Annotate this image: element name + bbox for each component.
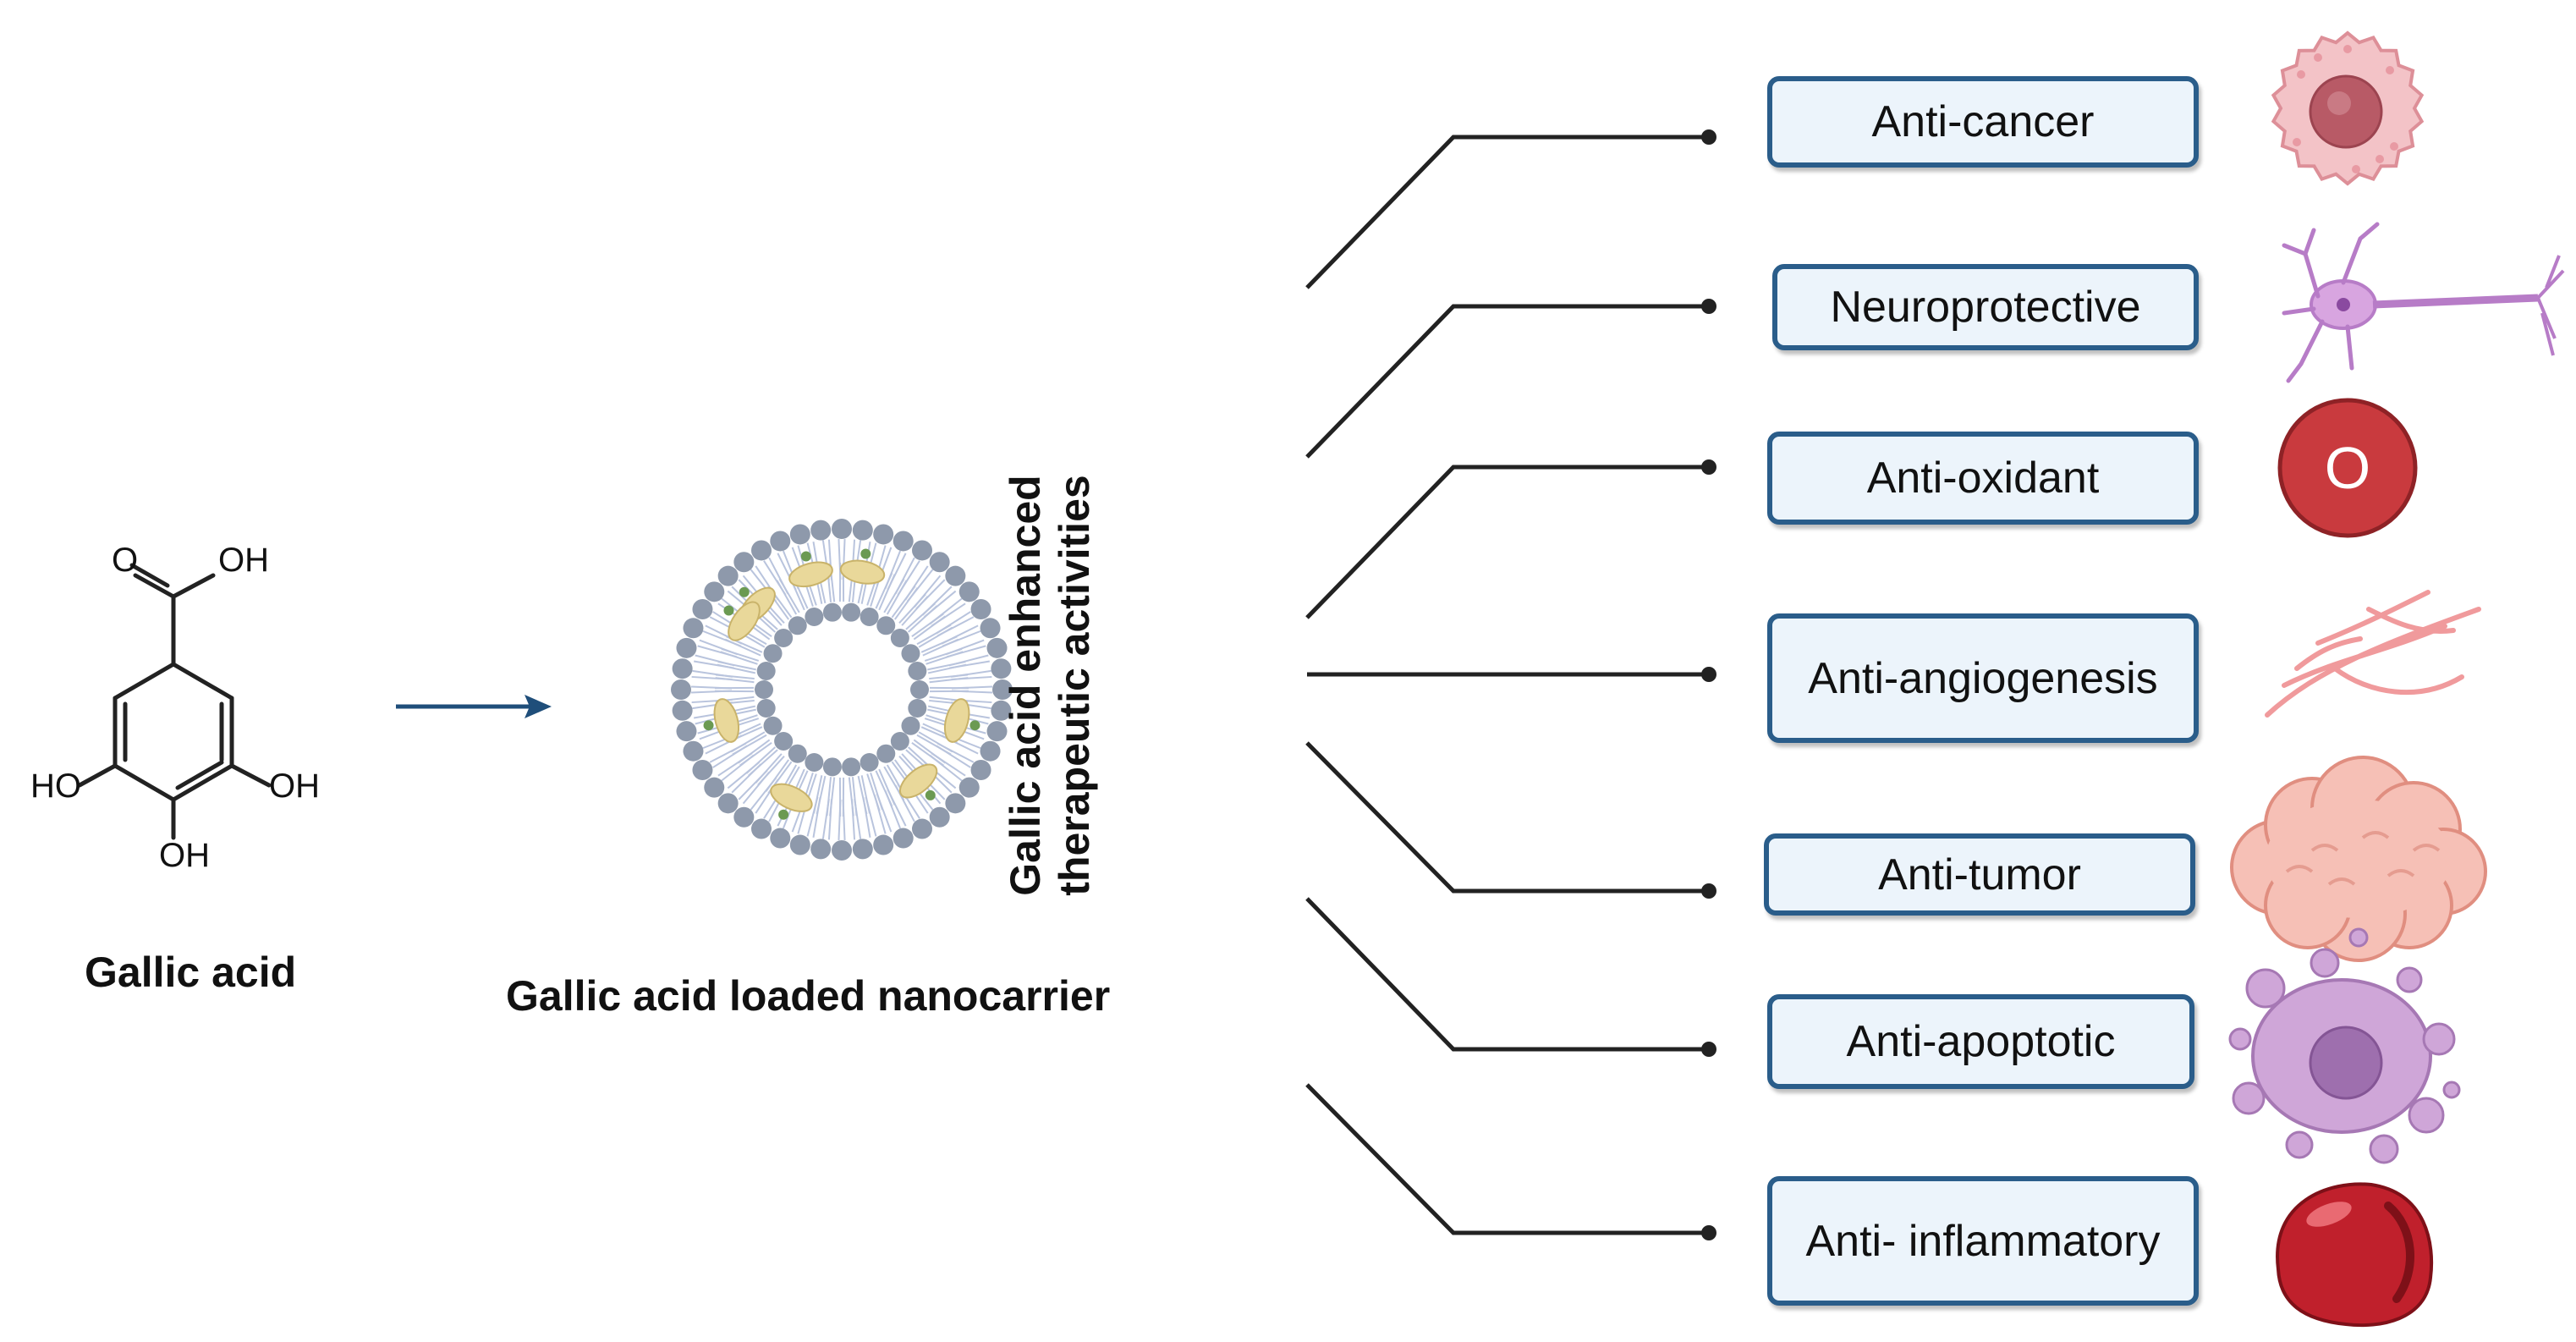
apoptotic-cell-icon [2228,927,2461,1164]
activity-label: Anti-angiogenesis [1808,653,2158,703]
activity-box: Neuroprotective [1772,264,2199,350]
atom-ho-left: HO [30,767,81,805]
activity-box: Anti-cancer [1767,76,2199,168]
activity-box: Anti-apoptotic [1767,994,2194,1089]
connector-dot [1701,129,1716,145]
liposome-icon [671,519,1013,861]
neuron-icon [2282,222,2565,383]
connector-dot [1701,1042,1716,1057]
activity-box: Anti-angiogenesis [1767,613,2199,743]
activity-label: Anti- inflammatory [1805,1216,2161,1266]
nanocarrier-label: Gallic acid loaded nanocarrier [506,972,1111,1020]
connector-line [1305,741,1709,894]
activity-label: Anti-cancer [1871,97,2095,146]
activity-label: Anti-apoptotic [1846,1017,2116,1066]
atom-oh-right: OH [269,767,320,805]
atom-oh-bottom: OH [159,837,210,874]
connector-dot [1701,459,1716,475]
blood-cell-icon [2276,1182,2434,1328]
gallic-acid-structure: O OH HO OH OH [30,542,320,874]
connector-line [1305,304,1709,459]
connector-dot [1701,883,1716,899]
atom-oh-carboxyl: OH [218,542,269,579]
connector-line [1305,465,1709,619]
connector-line [1305,897,1709,1052]
connector-dot [1701,299,1716,314]
atom-o: O [112,542,138,579]
activity-box: Anti- inflammatory [1767,1176,2199,1306]
cancer-cell-icon [2271,30,2425,186]
connector-dot [1701,667,1716,682]
connector-line [1305,135,1709,289]
activity-box: Anti-tumor [1764,833,2195,916]
gallic-acid-label: Gallic acid [85,949,297,996]
activity-box: Anti-oxidant [1767,432,2199,525]
connector-dot [1701,1225,1716,1240]
tumor-icon [2230,756,2487,962]
oxygen-icon: O [2277,398,2418,538]
activity-label: Neuroprotective [1830,283,2141,332]
blood-vessel-icon [2265,590,2481,718]
connector-line [1305,1083,1709,1235]
arrow-icon [396,695,552,718]
activity-label: Anti-tumor [1878,850,2081,899]
activity-label: Anti-oxidant [1866,454,2100,503]
oxygen-letter: O [2325,435,2370,501]
